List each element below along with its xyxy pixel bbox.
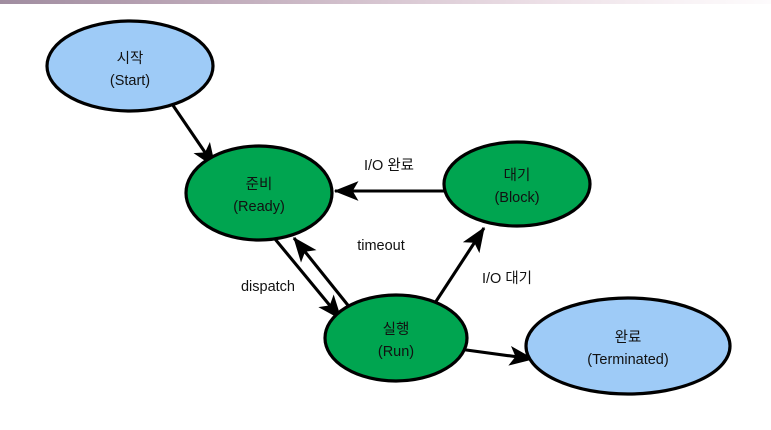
- edge-label-io-complete: I/O 완료: [364, 157, 414, 174]
- edge-run-to-terminated-line: [458, 346, 535, 366]
- state-node-block-shape[interactable]: [442, 140, 592, 228]
- edge-ready-to-run: dispatch: [241, 238, 343, 320]
- state-node-terminated-label-en: (Terminated): [587, 352, 668, 368]
- state-node-terminated[interactable]: 완료 (Terminated): [524, 296, 732, 396]
- state-node-start-label-ko: 시작: [117, 50, 144, 67]
- state-node-run-label-en: (Run): [378, 344, 414, 360]
- state-node-block-label-en: (Block): [494, 190, 539, 206]
- state-node-run-shape[interactable]: [323, 293, 469, 383]
- state-node-run-label-ko: 실행: [383, 321, 410, 338]
- state-node-block-label-ko: 대기: [504, 167, 531, 184]
- edge-start-to-ready-line: [168, 100, 217, 169]
- edge-ready-to-run-line: [273, 238, 343, 320]
- state-node-block[interactable]: 대기 (Block): [442, 140, 592, 228]
- state-node-terminated-shape[interactable]: [524, 296, 732, 396]
- edge-run-to-block-line: [431, 226, 486, 307]
- state-node-terminated-label-ko: 완료: [615, 329, 642, 346]
- state-node-ready-label-ko: 준비: [246, 176, 273, 193]
- state-node-start[interactable]: 시작 (Start): [45, 19, 215, 113]
- edge-block-to-ready: I/O 완료: [333, 157, 444, 201]
- state-node-ready[interactable]: 준비 (Ready): [184, 144, 334, 242]
- state-node-run[interactable]: 실행 (Run): [323, 293, 469, 383]
- edge-run-to-terminated: [458, 346, 535, 366]
- edge-label-timeout: timeout: [357, 238, 405, 254]
- edge-run-to-block: I/O 대기: [431, 226, 532, 307]
- slide-accent-rule: [0, 0, 771, 4]
- state-node-start-shape[interactable]: [45, 19, 215, 113]
- state-node-ready-label-en: (Ready): [233, 199, 285, 215]
- state-node-ready-shape[interactable]: [184, 144, 334, 242]
- edge-start-to-ready: [168, 100, 217, 169]
- state-node-start-label-en: (Start): [110, 73, 150, 89]
- edge-label-io-wait: I/O 대기: [482, 270, 532, 287]
- edge-label-dispatch: dispatch: [241, 279, 295, 295]
